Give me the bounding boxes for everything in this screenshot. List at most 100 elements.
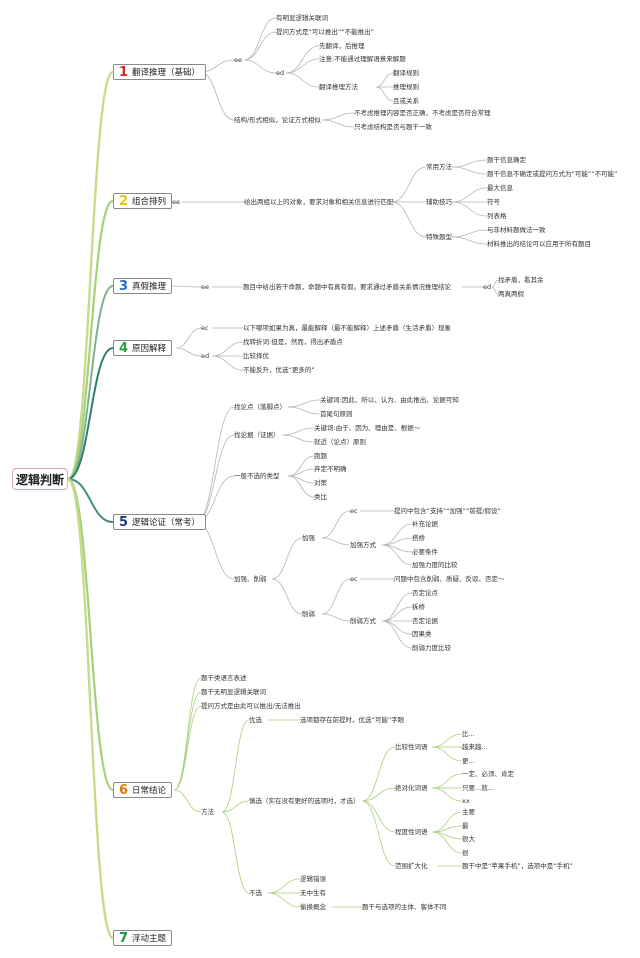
connector-line: [195, 406, 235, 523]
b2-item: 题干信息确定: [487, 156, 526, 164]
b1-item: 翻译推理方法: [319, 83, 358, 91]
connector-line: [171, 285, 202, 288]
branch-6-label: 日常结论: [132, 786, 167, 796]
connector-line: [66, 477, 115, 940]
connector-line: [321, 112, 355, 121]
connector-line: [381, 544, 413, 566]
connector-line: [285, 58, 320, 74]
root-node[interactable]: 逻辑判断: [12, 468, 68, 490]
b6-item: 题干类语言表述: [201, 674, 247, 682]
connector-line: [281, 427, 315, 436]
branch-2-label: 组合排列: [132, 197, 167, 207]
branch-3-label: 真假推理: [132, 282, 167, 292]
connector-line: [381, 620, 413, 649]
connector-line: [431, 746, 463, 762]
branch-4-label: 原因解释: [132, 344, 167, 354]
connector-line: [321, 119, 355, 128]
b1-item: 先翻译，后推理: [319, 42, 365, 50]
b2-item: 辅助技巧: [426, 198, 452, 206]
connector-line: [175, 327, 202, 349]
connector-line: [271, 537, 303, 580]
b5-item: 关键词:因此、所以、认为、由此推出、论据可知: [320, 396, 459, 404]
connector-line: [451, 236, 488, 245]
b6-item: 更...: [462, 757, 475, 765]
b5-item: 弃定不明确: [314, 465, 347, 473]
connector-line: [321, 537, 351, 546]
b4-item: 不能反升，优选“更多的”: [243, 366, 315, 374]
b5-item: 找论点（落脚点）: [234, 403, 286, 411]
b5-item: 否定论据: [412, 617, 438, 625]
b6-item: 比较性词语: [395, 743, 428, 751]
b5-item: 加强、削弱: [234, 575, 267, 583]
b5-item: 削弱: [302, 610, 315, 618]
b3-ed: ed: [483, 283, 492, 291]
b6-item: 题干中是“苹果手机”，选项中是“手机”: [462, 862, 573, 870]
b5-item: 削弱方式: [350, 617, 376, 625]
connector-line: [285, 45, 320, 74]
b6-item: 选项都存在前提时，优选“可能”字眼: [300, 716, 405, 724]
connector-line: [243, 17, 277, 61]
b5-item: 搭桥: [412, 534, 425, 542]
connector-line: [381, 523, 413, 546]
connector-line: [451, 201, 488, 217]
b6-item: 偷换概念: [300, 903, 326, 911]
b6-item: 无中生有: [300, 889, 326, 897]
b2-item: 列表格: [487, 212, 507, 220]
b6-item: 优选: [249, 716, 262, 724]
connector-line: [381, 620, 413, 635]
b1-item: 提问方式是“可以推出”“不能推出”: [276, 28, 374, 36]
b5-item: 补充论据: [412, 520, 438, 528]
connector-line: [391, 166, 427, 203]
b5-item: 首尾句原则: [320, 410, 353, 418]
connector-line: [431, 787, 463, 802]
b5-item: 因果类: [412, 630, 432, 638]
connector-line: [431, 811, 463, 833]
connector-line: [361, 800, 396, 833]
b5-item: 提问中包含“支持”“加强”“前提/假设”: [394, 507, 501, 515]
connector-line: [381, 606, 413, 622]
connector-line: [287, 406, 321, 415]
b6-item: 逻辑错误: [300, 875, 326, 883]
b5-item: 加强方式: [350, 541, 376, 549]
b1-item: 有明显逻辑关联词: [276, 14, 328, 22]
connector-line: [431, 773, 463, 789]
b6-item: 题干无明显逻辑关联词: [201, 688, 266, 696]
branch-5-label: 逻辑论证（常考）: [132, 518, 201, 528]
connector-line: [67, 199, 114, 481]
connector-line: [287, 475, 315, 498]
b4-ed: ed: [201, 352, 210, 360]
b6-item: 提问方式是由此可以推出/无法推出: [201, 702, 301, 710]
branch-2-number: 2: [119, 193, 129, 209]
connector-line: [381, 592, 413, 622]
b6-item: 一定、必须、肯定: [462, 770, 514, 778]
b6-item: 很: [462, 849, 469, 857]
b2-item: 材料推出的结论可以应用于所有题目: [487, 240, 591, 248]
b5-item: 加强力度的比较: [412, 561, 458, 569]
connector-line: [287, 455, 315, 477]
b1-item: 不考虑推理内容是否正确，不考虑是否符合常理: [354, 109, 491, 117]
branch-4-number: 4: [119, 340, 129, 356]
connector-line: [66, 70, 115, 481]
b1-item: 注意:不能通过理解语意来解题: [319, 55, 406, 63]
connector-line: [491, 286, 499, 295]
branch-1-number: 1: [119, 64, 129, 80]
connector-line: [221, 719, 250, 813]
connector-line: [195, 521, 235, 580]
b3-item: 题目中给出若干命题，命题中有真有假。要求通过矛盾关系情况推理结论: [243, 283, 451, 291]
b6-item: 越来越...: [462, 743, 488, 751]
connector-line: [451, 229, 488, 238]
b3-item: 找矛盾，看其余: [498, 276, 544, 284]
b6-item: 慎选（实在没有更好的选项时，才选）: [249, 797, 360, 805]
b5-item: 就近（论点）原则: [314, 438, 366, 446]
b4-item: 以下哪项如果为真，最能解释（最不能解释）上述矛盾（生活矛盾）现象: [243, 324, 451, 332]
b6-item: 方法: [201, 808, 214, 816]
b1-item: 结构/形式相似，论证方式相似: [234, 116, 321, 124]
